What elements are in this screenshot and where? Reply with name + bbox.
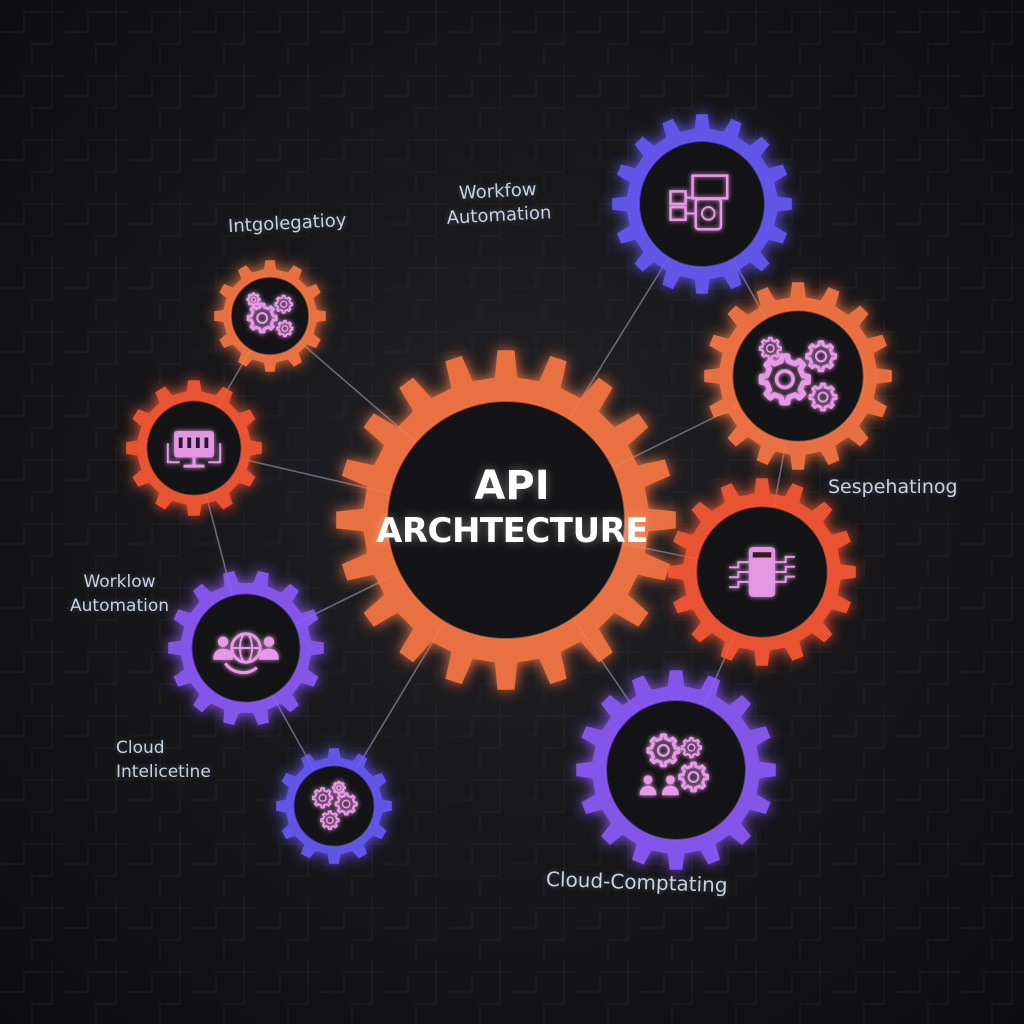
gears-cluster-icon	[246, 292, 294, 338]
gear-node-monitor	[126, 380, 262, 516]
people-globe-icon	[213, 632, 279, 675]
gears-icon	[311, 780, 358, 831]
label-workflow-top: Workfow Automation	[446, 178, 552, 229]
label-sespematinog: Sespehatinog	[828, 476, 958, 498]
center-title-line1: API	[474, 463, 550, 509]
gear-hub-workflow-top	[639, 141, 765, 267]
workflow-devices-icon	[669, 174, 729, 231]
label-workflow-left: Worklow Automation	[70, 572, 170, 616]
gear-node-workflow-top	[612, 114, 792, 294]
gear-nodes	[126, 114, 892, 870]
gear-hub-cloud-team	[606, 700, 746, 840]
gear-node-center	[336, 350, 676, 690]
center-title-line2: ARCHTECTURE	[376, 511, 648, 551]
gears-people-icon	[639, 733, 709, 796]
tablet-circuit-icon	[729, 546, 795, 598]
gear-node-tablet	[668, 478, 856, 666]
gear-hub-gears-small	[293, 765, 375, 847]
gear-node-gears-small	[276, 748, 392, 864]
gear-node-collaboration	[168, 570, 324, 726]
label-cloud-left: Cloud Intelicetine	[116, 738, 211, 782]
gear-node-gears-right	[704, 282, 892, 470]
gear-hub-center	[387, 401, 625, 639]
gear-node-integration	[214, 260, 326, 372]
monitor-icon	[166, 430, 222, 468]
gear-node-cloud-team	[576, 670, 776, 870]
gears-cluster-icon	[758, 336, 838, 412]
